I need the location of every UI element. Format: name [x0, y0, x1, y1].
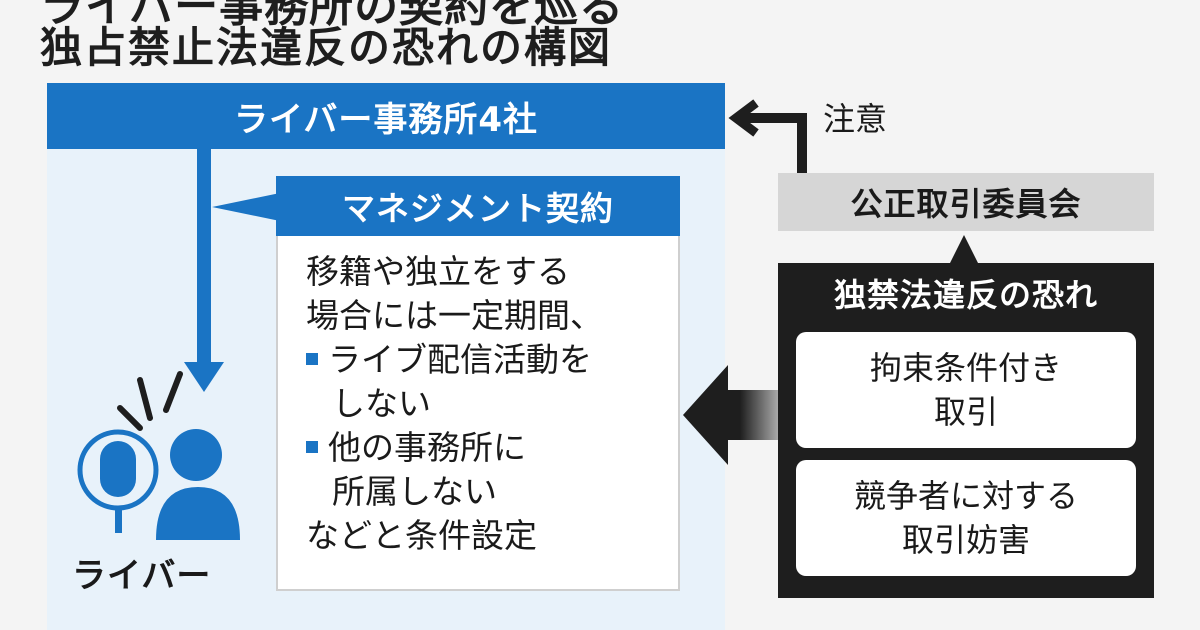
caution-label: 注意	[823, 100, 888, 138]
person-icon-body	[156, 487, 240, 540]
risk-item-1-line-1: 拘束条件付き	[869, 349, 1062, 387]
risk-to-contract-arrow	[683, 365, 778, 465]
sound-wave-line-2	[163, 371, 183, 413]
contract-pointer	[212, 193, 280, 221]
ftc-box: 公正取引委員会	[778, 173, 1154, 231]
condition-2-line-1: 他の事務所に	[328, 428, 526, 467]
risk-item-restrictive-trade: 拘束条件付き 取引	[796, 332, 1136, 448]
condition-1-line-1: ライブ配信活動を	[328, 340, 592, 379]
bullet-square-icon	[306, 352, 318, 365]
risk-item-interference: 競争者に対する 取引妨害	[796, 460, 1136, 576]
contract-intro-line-1: 移籍や独立をする	[306, 252, 570, 291]
agency-header: ライバー事務所4社	[47, 83, 725, 149]
contract-footer: などと条件設定	[306, 516, 537, 555]
sound-wave-line-1	[137, 377, 153, 421]
risk-item-1-line-2: 取引	[933, 393, 998, 431]
condition-2-line-2: 所属しない	[332, 472, 497, 511]
caution-arrow-head	[728, 99, 759, 137]
microphone-icon-head	[100, 441, 136, 497]
agency-to-liver-arrow-shaft	[197, 149, 211, 364]
condition-item: ライブ配信活動を	[306, 338, 603, 382]
agency-to-liver-arrow-head	[184, 362, 224, 392]
risk-to-ftc-pointer	[950, 235, 978, 263]
contract-text: 移籍や独立をする 場合には一定期間、 ライブ配信活動を しない 他の事務所に 所…	[306, 250, 603, 558]
risk-item-2-line-1: 競争者に対する	[853, 477, 1078, 515]
sound-wave-line-3	[117, 405, 143, 431]
caution-arrow-line	[742, 113, 807, 173]
microphone-icon-stand	[115, 507, 122, 533]
contract-box	[276, 176, 680, 591]
contract-intro-line-2: 場合には一定期間、	[306, 296, 603, 335]
condition-1-line-2: しない	[332, 384, 431, 423]
bullet-square-icon	[306, 440, 318, 453]
antitrust-risk-title: 独禁法違反の恐れ	[833, 276, 1098, 314]
person-icon-head	[170, 429, 222, 481]
condition-item: 他の事務所に	[306, 426, 603, 470]
page-title: 独占禁止法違反の恐れの構図	[40, 23, 613, 72]
liver-label: ライバー	[72, 556, 212, 596]
risk-item-2-line-2: 取引妨害	[901, 521, 1030, 559]
contract-header: マネジメント契約	[276, 176, 680, 236]
title-line-1: ライバー事務所の契約を巡る	[40, 0, 625, 32]
